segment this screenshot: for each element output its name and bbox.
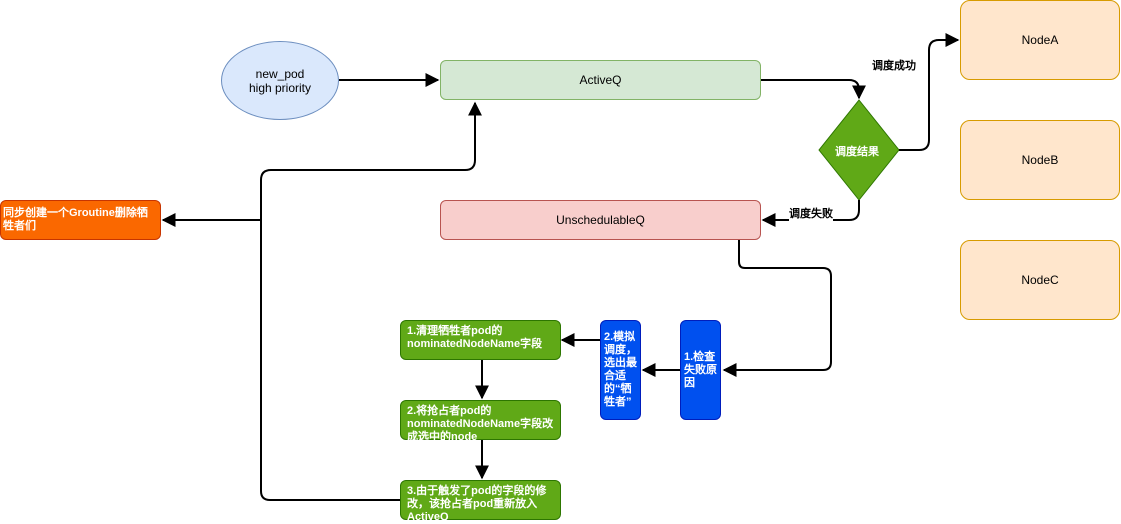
nodeb-label: NodeB [1021,153,1059,167]
simulate-node: 2.模拟调度，选出最合适的“牺牲者” [600,320,641,420]
nodeb-node: NodeB [960,120,1120,200]
unschedulableq-node: UnschedulableQ [440,200,761,240]
new-pod-node: new_pod high priority [221,41,339,120]
step2-node: 2.将抢占者pod的nominatedNodeName字段改成选中的node [400,400,561,443]
step1-label: 1.清理牺牲者pod的nominatedNodeName字段 [407,325,543,350]
edge-activeq-decision [761,79,866,100]
decision-label: 调度结果 [835,146,879,158]
edge-step3-activeq [260,101,482,501]
step3-node: 3.由于触发了pod的字段的修改，该抢占者pod重新放入ActiveQ [400,480,561,523]
activeq-label: ActiveQ [579,73,622,87]
nodea-label: NodeA [1021,33,1059,47]
edge-unschedq-check [722,240,832,377]
goroutine-label: 同步创建一个Groutine删除牺牲者们 [3,207,148,232]
step1-node: 1.清理牺牲者pod的nominatedNodeName字段 [400,320,561,360]
edge-decision-nodea [899,33,960,151]
step2-label: 2.将抢占者pod的nominatedNodeName字段改成选中的node [407,405,554,443]
activeq-node: ActiveQ [440,60,761,100]
step3-label: 3.由于触发了pod的字段的修改，该抢占者pod重新放入ActiveQ [407,485,547,523]
check-label: 1.检查失败原因 [684,350,717,389]
edge-decision-unschedq [761,200,860,227]
new-pod-label: new_pod high priority [248,66,312,95]
edge-label-success: 调度成功 [872,57,916,73]
nodec-node: NodeC [960,240,1120,320]
edge-label-failure: 调度失败 [789,205,833,221]
goroutine-node: 同步创建一个Groutine删除牺牲者们 [0,200,161,240]
unschedulableq-label: UnschedulableQ [556,213,645,227]
simulate-label: 2.模拟调度，选出最合适的“牺牲者” [604,331,637,408]
check-node: 1.检查失败原因 [680,320,721,420]
nodea-node: NodeA [960,0,1120,80]
nodec-label: NodeC [1021,273,1059,287]
